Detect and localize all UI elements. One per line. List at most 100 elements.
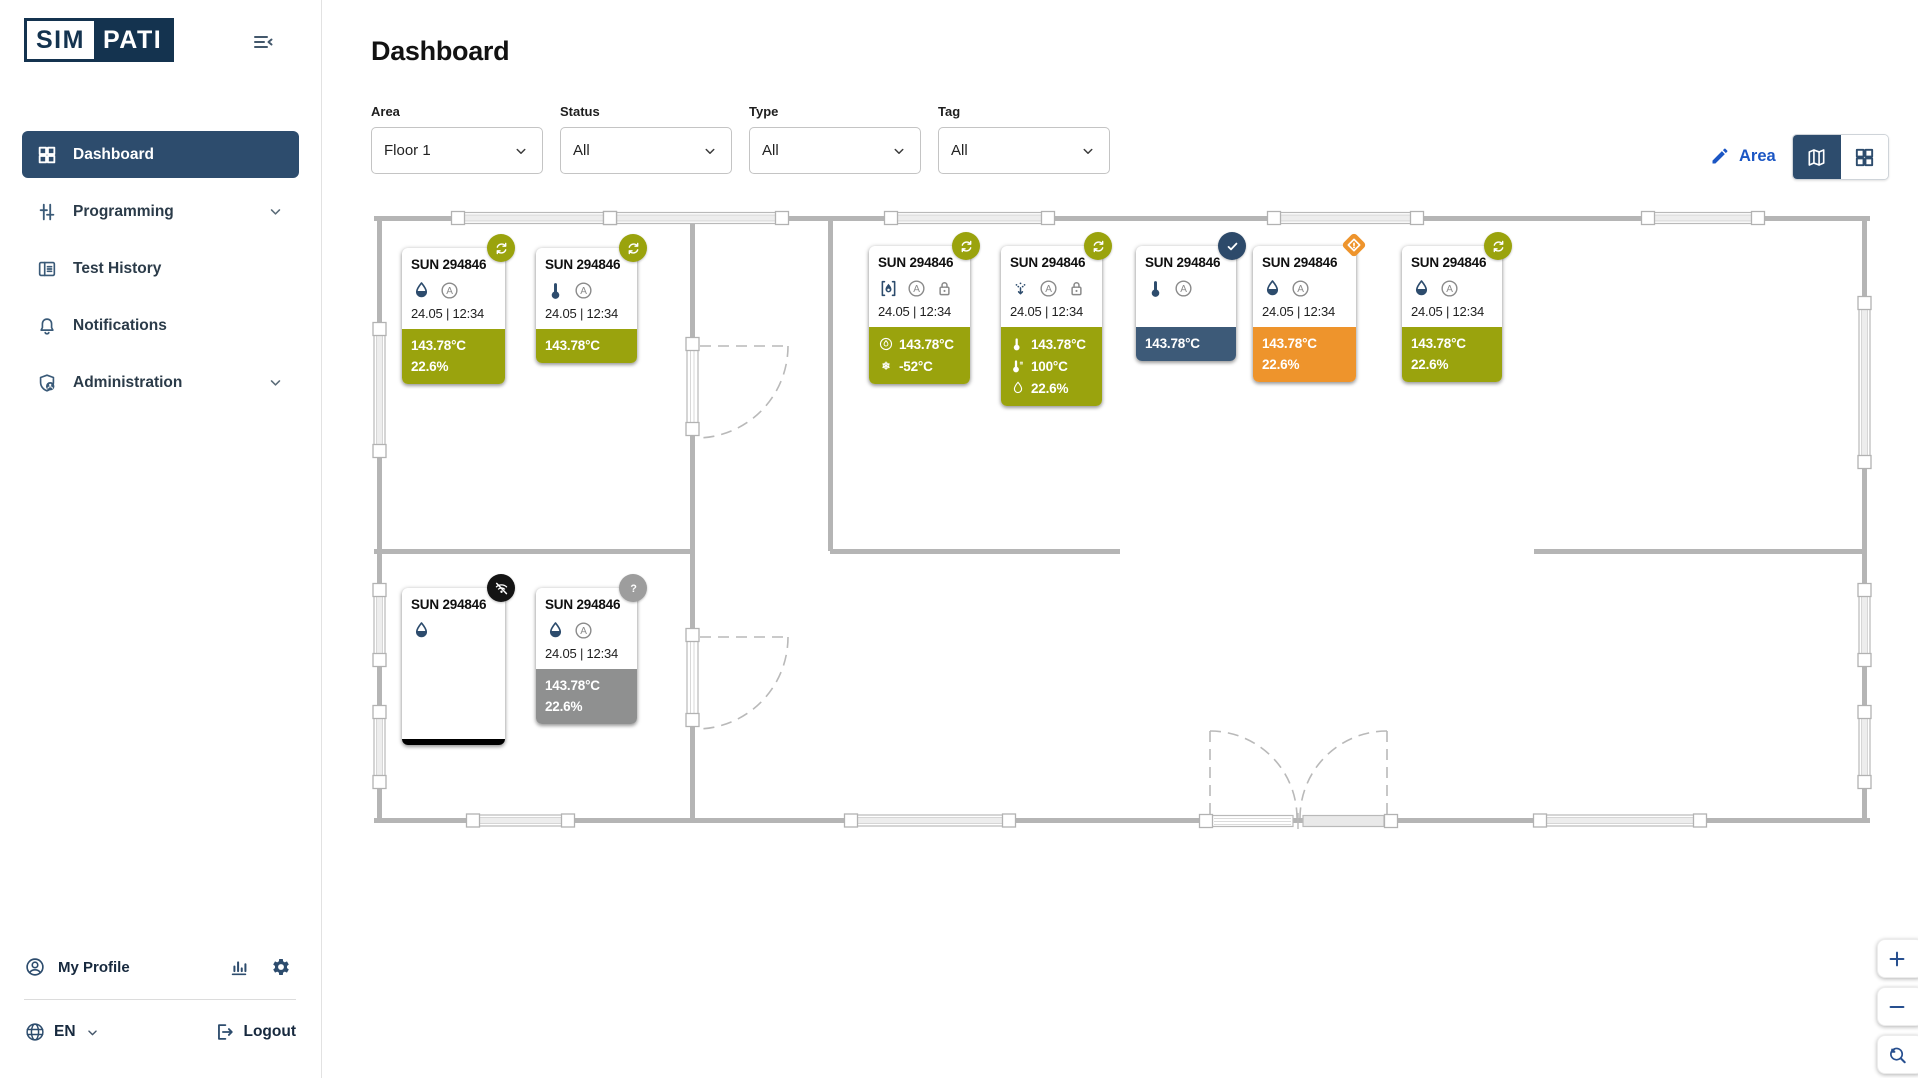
reading-row: 22.6% — [545, 699, 628, 714]
snowflake-icon: ❄ — [878, 358, 894, 374]
sensor-readings: 143.78°C — [1136, 327, 1236, 361]
edit-area-button[interactable]: Area — [1710, 146, 1776, 166]
sensor-title: SUN 294846 — [1411, 255, 1487, 270]
filter-status-select[interactable]: All — [560, 127, 732, 174]
svg-text:A: A — [1446, 284, 1453, 295]
sidebar-footer: My Profile EN Logout — [0, 945, 320, 1078]
filter-bar: Area Floor 1 Status All Type All Tag All — [371, 104, 1110, 174]
reading-value: 143.78°C — [411, 338, 466, 353]
reading-row: 143.78°C — [1262, 336, 1347, 351]
reading-value: 22.6% — [545, 699, 583, 714]
temperature-icon — [545, 280, 566, 301]
status-badge — [952, 232, 980, 260]
map-view-button[interactable] — [1793, 135, 1841, 179]
sidebar-item-administration[interactable]: Administration — [22, 359, 299, 406]
zoom-out-button[interactable] — [1877, 987, 1918, 1026]
alert-diamond-icon — [1339, 230, 1369, 260]
sensor-card-5[interactable]: SUN 294846 A 143.78°C — [1136, 232, 1246, 361]
settings-button[interactable] — [266, 952, 296, 982]
chevron-down-icon — [890, 142, 908, 160]
reading-row: 22.6% — [411, 359, 496, 374]
minus-icon — [1886, 996, 1908, 1018]
sidebar-item-programming[interactable]: Programming — [22, 188, 299, 235]
pencil-icon — [1710, 146, 1730, 166]
sensor-timestamp: 24.05 | 12:34 — [411, 306, 485, 321]
reading-row: 143.78°C — [545, 338, 628, 353]
sensor-title: SUN 294846 — [878, 255, 954, 270]
gear-icon — [270, 956, 292, 978]
statistics-button[interactable] — [224, 952, 254, 982]
reading-row: 100°C — [1010, 358, 1093, 374]
app-logo: SIM PATI — [24, 18, 175, 62]
status-badge — [619, 234, 647, 262]
auto-mode-icon: A — [1173, 278, 1194, 299]
svg-text:A: A — [1045, 284, 1052, 295]
droplet-outline-icon — [1010, 380, 1026, 396]
sensor-timestamp: 24.05 | 12:34 — [545, 306, 619, 321]
filter-tag-select[interactable]: All — [938, 127, 1110, 174]
chevron-down-icon — [266, 202, 285, 221]
filter-area-select[interactable]: Floor 1 — [371, 127, 543, 174]
sidebar-item-test-history[interactable]: Test History — [22, 245, 299, 292]
sidebar-item-notifications[interactable]: Notifications — [22, 302, 299, 349]
language-code: EN — [54, 1023, 76, 1040]
svg-text:A: A — [446, 286, 453, 297]
lock-icon — [1066, 278, 1087, 299]
sensor-timestamp — [1145, 304, 1227, 319]
language-row: EN Logout — [24, 1000, 296, 1064]
door-swings — [697, 345, 1388, 819]
reading-value: 143.78°C — [545, 338, 600, 353]
climate-icon — [878, 278, 899, 299]
sensor-readings: 143.78°C 22.6% — [402, 329, 505, 384]
status-badge — [487, 234, 515, 262]
menu-collapse-icon — [251, 30, 275, 54]
sidebar-nav: Dashboard Programming Test History Notif… — [0, 131, 321, 416]
bar-chart-icon — [228, 956, 250, 978]
auto-mode-icon: A — [573, 280, 594, 301]
zoom-in-button[interactable] — [1877, 939, 1918, 978]
sensor-title: SUN 294846 — [411, 597, 487, 612]
profile-label[interactable]: My Profile — [58, 958, 130, 976]
filter-tag: Tag All — [938, 104, 1110, 174]
sensor-card-3[interactable]: SUN 294846 A 24.05 | 12:34 143.78°C❄-52°… — [869, 232, 980, 384]
tune-icon — [36, 201, 58, 223]
chevron-down-icon — [512, 142, 530, 160]
language-selector[interactable]: EN — [24, 1021, 101, 1043]
sensor-mode-icons: A — [545, 619, 628, 641]
question-icon: ? — [625, 580, 642, 597]
logout-label: Logout — [243, 1023, 296, 1040]
svg-text:A: A — [1180, 284, 1187, 295]
view-toggle — [1792, 134, 1889, 180]
sidebar-collapse-button[interactable] — [248, 28, 278, 58]
logout-icon — [213, 1021, 235, 1043]
status-badge: ? — [619, 574, 647, 602]
reading-value: 22.6% — [411, 359, 449, 374]
sensor-title: SUN 294846 — [1010, 255, 1086, 270]
svg-text:?: ? — [630, 583, 636, 595]
filter-type-select[interactable]: All — [749, 127, 921, 174]
sensor-card-2[interactable]: SUN 294846 A 24.05 | 12:34 143.78°C — [536, 234, 647, 363]
sidebar-item-dashboard[interactable]: Dashboard — [22, 131, 299, 178]
sensor-card-8[interactable]: SUN 294846 — [402, 574, 515, 745]
bell-icon — [36, 315, 58, 337]
temperature-icon — [1145, 278, 1166, 299]
divider — [24, 999, 296, 1000]
sidebar-item-label: Dashboard — [73, 145, 154, 163]
sync-icon — [1490, 238, 1507, 255]
sync-icon — [958, 238, 975, 255]
filter-value: All — [573, 142, 590, 159]
check-icon — [1224, 238, 1241, 255]
wifi-off-icon — [493, 580, 510, 597]
logout-button[interactable]: Logout — [213, 1021, 296, 1043]
grid-view-button[interactable] — [1840, 135, 1888, 179]
filter-value: All — [951, 142, 968, 159]
svg-text:A: A — [1297, 284, 1304, 295]
reading-value: 143.78°C — [1262, 336, 1317, 351]
sync-icon — [1090, 238, 1107, 255]
zoom-reset-button[interactable] — [1877, 1035, 1918, 1074]
